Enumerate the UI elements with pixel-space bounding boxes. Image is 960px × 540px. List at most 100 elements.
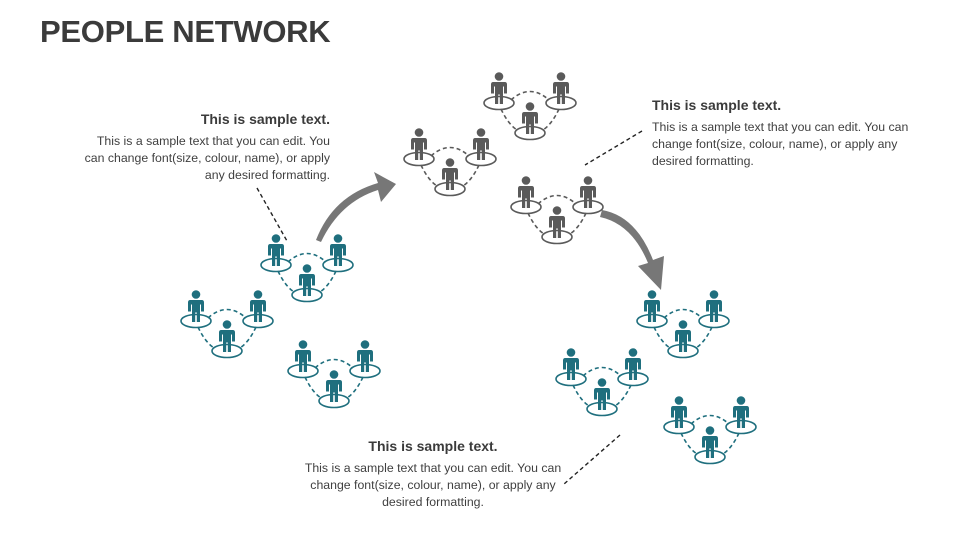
person-base-ring xyxy=(694,449,726,465)
connector-dash xyxy=(510,90,550,101)
connector-dash xyxy=(304,376,322,399)
person-icon xyxy=(706,290,722,322)
connector-dash xyxy=(680,432,698,455)
callout-body: This is a sample text that you can edit.… xyxy=(304,461,562,509)
person-icon xyxy=(563,348,579,380)
person-base-ring xyxy=(663,419,695,435)
person-icon xyxy=(268,234,284,266)
person-icon xyxy=(411,128,427,160)
connector-dash xyxy=(722,432,740,455)
connector-dash xyxy=(277,270,295,293)
person-icon xyxy=(549,206,565,238)
person-base-ring xyxy=(403,151,435,167)
people-group xyxy=(180,290,274,359)
person-icon xyxy=(491,72,507,104)
person-base-ring xyxy=(349,363,381,379)
connector-dash xyxy=(542,108,560,131)
people-group xyxy=(260,234,354,303)
person-icon xyxy=(594,378,610,410)
person-base-ring xyxy=(667,343,699,359)
connector-dash xyxy=(430,146,470,157)
connector-dash xyxy=(690,414,730,425)
person-base-ring xyxy=(510,199,542,215)
leader-line-left xyxy=(256,187,288,242)
page-title: PEOPLE NETWORK xyxy=(40,14,331,49)
connector-dash xyxy=(462,164,480,187)
people-group xyxy=(636,290,730,359)
callout-left: This is sample text. This is a sample te… xyxy=(80,111,330,184)
person-base-ring xyxy=(541,229,573,245)
person-icon xyxy=(671,396,687,428)
person-icon xyxy=(702,426,718,458)
person-base-ring xyxy=(180,313,212,329)
person-icon xyxy=(299,264,315,296)
person-icon xyxy=(675,320,691,352)
person-base-ring xyxy=(483,95,515,111)
person-base-ring xyxy=(260,257,292,273)
connector-dash xyxy=(663,308,703,319)
person-base-ring xyxy=(287,363,319,379)
person-icon xyxy=(580,176,596,208)
arrows xyxy=(316,172,664,290)
connector-dash xyxy=(319,270,337,293)
person-icon xyxy=(518,176,534,208)
people-group xyxy=(510,176,604,245)
person-icon xyxy=(625,348,641,380)
person-base-ring xyxy=(636,313,668,329)
connector-dash xyxy=(527,212,545,235)
connector-dash xyxy=(572,384,590,407)
person-base-ring xyxy=(725,419,757,435)
person-base-ring xyxy=(572,199,604,215)
leader-lines xyxy=(256,130,643,485)
person-icon xyxy=(295,340,311,372)
person-icon xyxy=(188,290,204,322)
person-icon xyxy=(442,158,458,190)
person-base-ring xyxy=(555,371,587,387)
person-icon xyxy=(330,234,346,266)
person-icon xyxy=(326,370,342,402)
person-base-ring xyxy=(698,313,730,329)
connector-dash xyxy=(420,164,438,187)
callout-top-right: This is sample text. This is a sample te… xyxy=(652,97,912,170)
connector-dash xyxy=(314,358,354,369)
person-base-ring xyxy=(242,313,274,329)
person-icon xyxy=(733,396,749,428)
person-icon xyxy=(473,128,489,160)
callout-body: This is a sample text that you can edit.… xyxy=(84,134,330,182)
person-base-ring xyxy=(434,181,466,197)
person-icon xyxy=(553,72,569,104)
person-base-ring xyxy=(545,95,577,111)
connector-dash xyxy=(569,212,587,235)
person-base-ring xyxy=(291,287,323,303)
callout-heading: This is sample text. xyxy=(200,111,330,127)
people-group xyxy=(403,128,497,197)
callout-bottom: This is sample text. This is a sample te… xyxy=(302,438,564,511)
person-base-ring xyxy=(514,125,546,141)
person-base-ring xyxy=(211,343,243,359)
person-base-ring xyxy=(586,401,618,417)
people-group xyxy=(663,396,757,465)
person-base-ring xyxy=(465,151,497,167)
curved-arrow-icon xyxy=(600,210,664,290)
connector-dash xyxy=(614,384,632,407)
person-icon xyxy=(250,290,266,322)
person-icon xyxy=(644,290,660,322)
people-group xyxy=(555,348,649,417)
connector-dash xyxy=(537,194,577,205)
connector-dash xyxy=(197,326,215,349)
person-icon xyxy=(219,320,235,352)
callout-heading: This is sample text. xyxy=(368,438,498,454)
connector-dash xyxy=(207,308,247,319)
person-base-ring xyxy=(617,371,649,387)
people-group xyxy=(483,72,577,141)
person-icon xyxy=(522,102,538,134)
connector-dash xyxy=(287,252,327,263)
callout-body: This is a sample text that you can edit.… xyxy=(652,120,909,168)
connector-dash xyxy=(695,326,713,349)
connector-dash xyxy=(500,108,518,131)
connector-dash xyxy=(653,326,671,349)
person-base-ring xyxy=(318,393,350,409)
person-icon xyxy=(357,340,373,372)
callout-heading: This is sample text. xyxy=(652,97,782,113)
